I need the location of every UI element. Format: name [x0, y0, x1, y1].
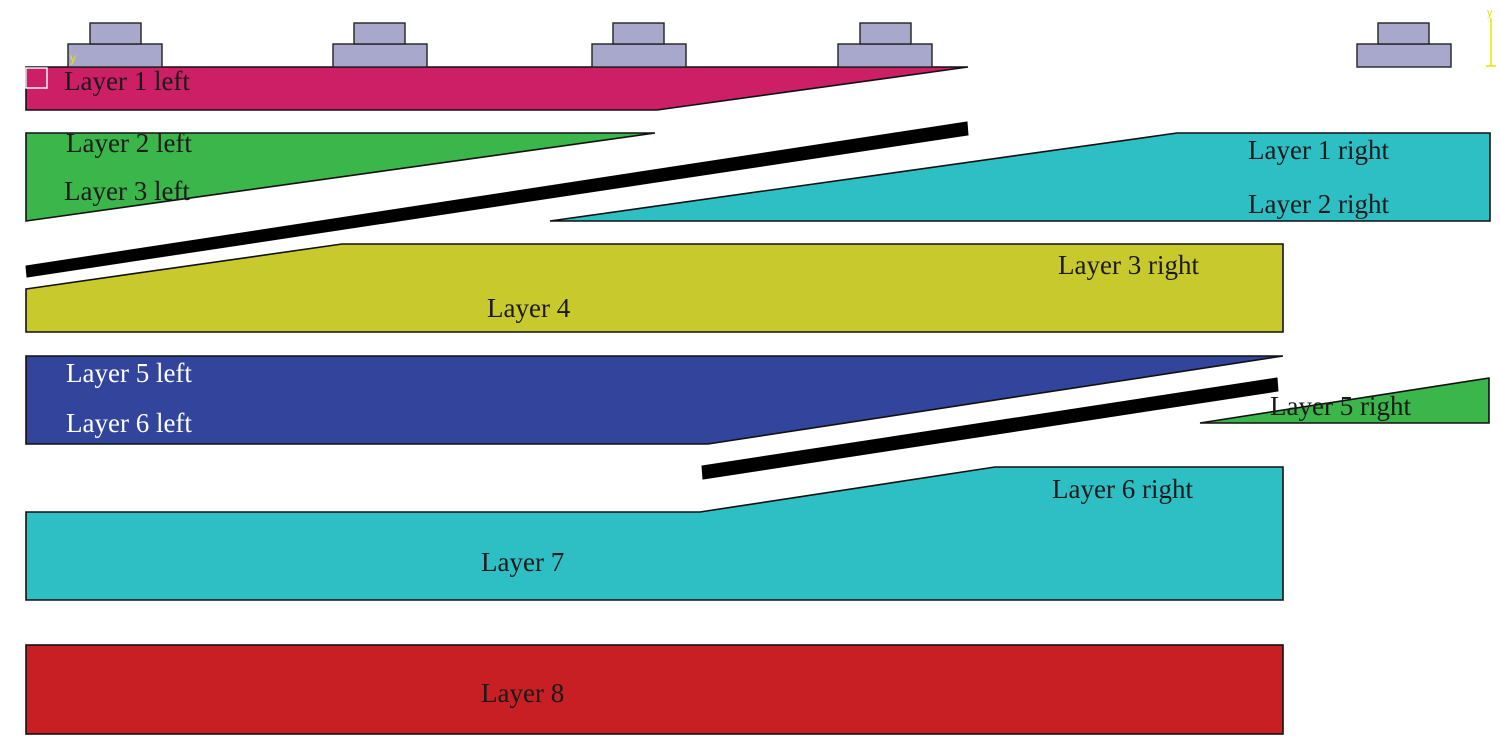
label-layer-1-right: Layer 1 right	[1248, 135, 1389, 165]
lower-interlayer-strip	[701, 377, 1279, 480]
label-layer-3-right: Layer 3 right	[1058, 250, 1199, 280]
support-block	[332, 22, 428, 68]
label-layer-5-left: Layer 5 left	[66, 358, 192, 388]
axis-marker-glyph: y	[1487, 7, 1493, 19]
label-layer-6-left: Layer 6 left	[66, 408, 192, 438]
support-block	[1356, 22, 1452, 68]
layer-4-shape	[25, 243, 1284, 333]
label-layer-4: Layer 4	[487, 293, 571, 323]
label-layer-7: Layer 7	[481, 547, 564, 577]
layer-1-2-right-shape	[549, 132, 1491, 222]
label-layer-6-right: Layer 6 right	[1052, 474, 1193, 504]
label-layer-3-left: Layer 3 left	[64, 176, 190, 206]
label-layer-2-left: Layer 2 left	[66, 128, 192, 158]
origin-axis-glyph: y	[70, 51, 76, 65]
label-layer-5-right: Layer 5 right	[1270, 391, 1411, 421]
label-layer-8: Layer 8	[481, 678, 564, 708]
layer-5-6-left-shape	[25, 355, 1284, 445]
layer-8-shape	[25, 644, 1284, 735]
origin-marker-icon	[25, 67, 48, 89]
layer-5-right-shape	[1199, 377, 1490, 424]
axis-marker-icon: y	[1486, 7, 1496, 67]
support-block	[591, 22, 687, 68]
label-layer-2-right: Layer 2 right	[1248, 189, 1389, 219]
layer-7-shape	[25, 466, 1284, 601]
support-block	[837, 22, 933, 68]
label-layer-1-left: Layer 1 left	[64, 66, 190, 96]
upper-interlayer-strip	[25, 121, 969, 278]
layer-2-3-left-shape	[25, 132, 656, 222]
support-block	[67, 22, 163, 68]
